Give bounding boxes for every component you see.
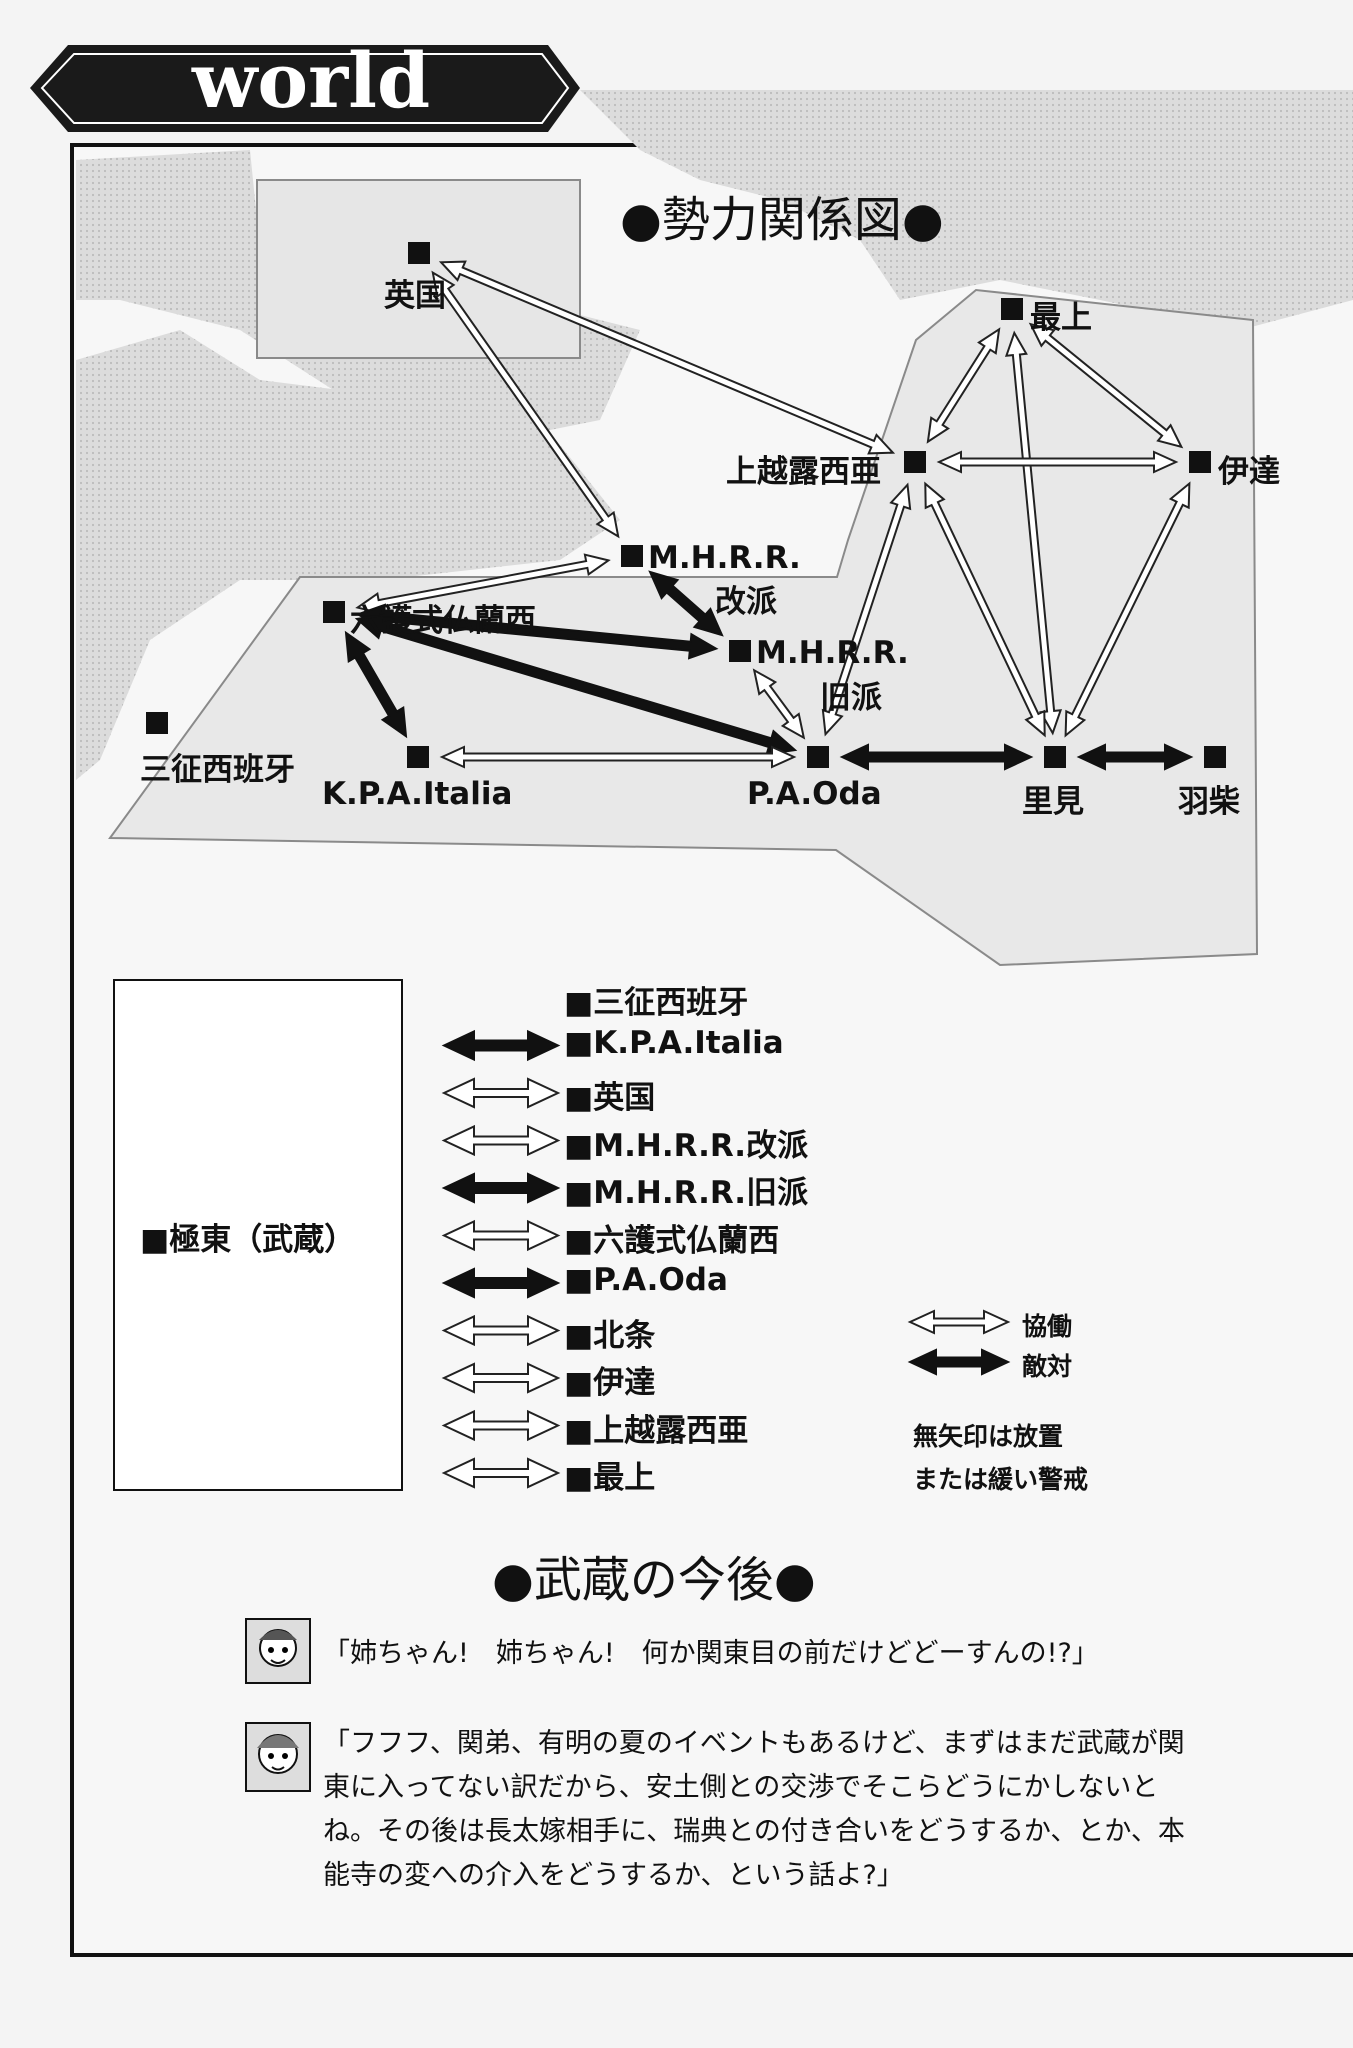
relation-arrow-4 bbox=[1004, 330, 1063, 736]
relation-arrow-9 bbox=[355, 553, 611, 615]
legend-center-label: ■極東（武蔵） bbox=[140, 1222, 356, 1258]
relation-arrow-17 bbox=[1076, 743, 1194, 771]
faction-node-0 bbox=[408, 242, 430, 264]
legend-row-label-8: ■伊達 bbox=[564, 1365, 656, 1401]
legend-row-label-9: ■上越露西亜 bbox=[564, 1412, 749, 1449]
relation-arrow-0 bbox=[438, 260, 896, 455]
relation-arrow-5 bbox=[936, 450, 1179, 474]
label-mogami: 最上 bbox=[1030, 300, 1092, 336]
europe-region bbox=[256, 179, 581, 359]
label-hashiba: 羽柴 bbox=[1178, 784, 1240, 820]
map-land-top bbox=[580, 90, 1353, 330]
header-banner-inner bbox=[40, 53, 570, 124]
dialogue-sister-line-4: 能寺の変への介入をどうするか、という話よ?」 bbox=[323, 1860, 904, 1891]
label-satomi: 里見 bbox=[1022, 784, 1084, 820]
label-date: 伊達 bbox=[1218, 454, 1280, 490]
label-rokugo: 六護式仏蘭西 bbox=[350, 603, 536, 639]
label-mhrr-kyuha-2: 旧派 bbox=[820, 680, 882, 716]
label-mhrr-kaiha-1: M.H.R.R. bbox=[648, 540, 801, 576]
legend-row-label-0: ■三征西班牙 bbox=[564, 985, 749, 1021]
label-kpa: K.P.A.Italia bbox=[322, 776, 513, 812]
legend-row-label-6: ■P.A.Oda bbox=[564, 1262, 728, 1298]
relation-arrow-14 bbox=[752, 668, 806, 740]
relation-arrow-6 bbox=[821, 482, 912, 737]
legend-row-label-1: ■K.P.A.Italia bbox=[564, 1024, 784, 1061]
faction-node-11 bbox=[1204, 746, 1226, 768]
dialogue-sister-line-3: ね。その後は長太嫁相手に、瑞典との付き合いをどうするか、とか、本 bbox=[323, 1816, 1185, 1847]
dialogue-brother: 「姉ちゃん! 姉ちゃん! 何か関東目の前だけどどーすんの!?」 bbox=[323, 1638, 1099, 1669]
legend-row-label-3: ■M.H.R.R.改派 bbox=[564, 1127, 809, 1164]
relation-arrow-7 bbox=[924, 481, 1046, 738]
faction-node-3 bbox=[1189, 451, 1211, 473]
legend-row-label-10: ■最上 bbox=[564, 1460, 656, 1496]
relation-arrow-12 bbox=[354, 613, 798, 756]
dialogue-sister-line-1: 「フフフ、関弟、有明の夏のイベントもあるけど、まずはまだ武蔵が関 bbox=[323, 1728, 1185, 1759]
faction-node-7 bbox=[146, 712, 168, 734]
key-note-2: または緩い警戒 bbox=[913, 1465, 1089, 1494]
legend-center-box bbox=[113, 979, 403, 1491]
diagram-title: ●勢力関係図● bbox=[620, 192, 944, 248]
legend-row-label-5: ■六護式仏蘭西 bbox=[564, 1222, 780, 1259]
legend-row-label-7: ■北条 bbox=[564, 1317, 656, 1354]
label-uesugi: 上越露西亜 bbox=[726, 454, 881, 490]
relation-arrow-1 bbox=[431, 270, 620, 539]
faction-node-8 bbox=[407, 746, 429, 768]
label-eikoku: 英国 bbox=[384, 278, 446, 314]
header-banner bbox=[30, 45, 580, 132]
relation-arrow-8 bbox=[1064, 481, 1191, 738]
header-title: world bbox=[192, 36, 431, 125]
map-land-left bbox=[76, 330, 620, 780]
relation-arrow-3 bbox=[1028, 322, 1184, 449]
avatar-sister-small bbox=[245, 1618, 311, 1684]
faction-node-6 bbox=[729, 640, 751, 662]
relation-arrow-13 bbox=[344, 630, 408, 739]
faction-node-9 bbox=[807, 746, 829, 768]
label-pa-oda: P.A.Oda bbox=[747, 776, 882, 812]
avatar-sister bbox=[245, 1722, 311, 1792]
relation-arrow-15 bbox=[439, 745, 797, 769]
key-cooperation-label: 協働 bbox=[1022, 1312, 1073, 1341]
relation-arrow-10 bbox=[648, 570, 724, 637]
faction-node-10 bbox=[1044, 746, 1066, 768]
label-mhrr-kyuha-1: M.H.R.R. bbox=[756, 635, 909, 671]
relation-arrow-16 bbox=[839, 743, 1034, 771]
label-sansei: 三征西班牙 bbox=[140, 752, 295, 788]
legend-row-label-2: ■英国 bbox=[564, 1080, 656, 1116]
legend-row-label-4: ■M.H.R.R.旧派 bbox=[564, 1175, 809, 1211]
label-mhrr-kaiha-2: 改派 bbox=[715, 584, 777, 620]
faction-node-5 bbox=[323, 601, 345, 623]
future-title: ●武蔵の今後● bbox=[492, 1552, 816, 1608]
relation-arrow-2 bbox=[926, 327, 1001, 444]
faction-node-2 bbox=[904, 451, 926, 473]
key-hostility-label: 敵対 bbox=[1022, 1352, 1073, 1381]
dialogue-sister-line-2: 東に入ってない訳だから、安土側との交渉でそこらどうにかしないと bbox=[323, 1772, 1159, 1803]
faction-node-1 bbox=[1001, 298, 1023, 320]
key-note-1: 無矢印は放置 bbox=[913, 1422, 1064, 1451]
faction-node-4 bbox=[621, 545, 643, 567]
